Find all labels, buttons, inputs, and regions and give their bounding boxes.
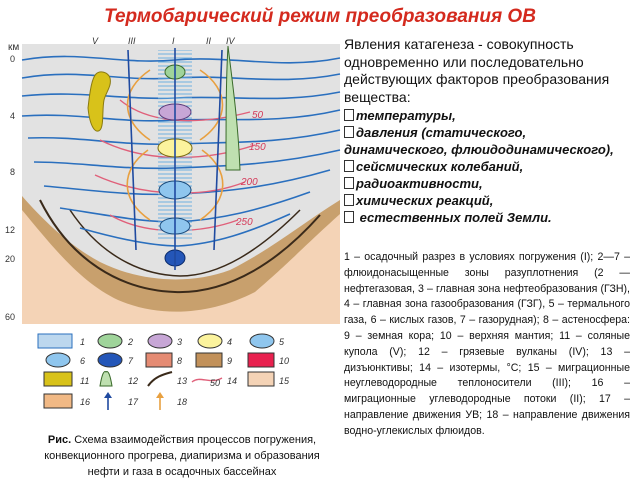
checkbox-icon (344, 194, 354, 206)
checkbox-icon (344, 211, 354, 223)
depth-axis: км 0 4 8 12 20 60 (5, 42, 19, 322)
factors-intro: Явления катагенеза - совокупность одновр… (344, 36, 610, 105)
legend-swatch-fault (147, 371, 173, 387)
factor-item: естественных полей Земли. (344, 209, 630, 226)
legend-number: 12 (128, 376, 138, 386)
column-label: II (206, 36, 212, 46)
catagenesis-factors: Явления катагенеза - совокупность одновр… (344, 36, 630, 226)
figure-caption: Рис. Схема взаимодействия процессов погр… (28, 432, 336, 480)
legend-isotherm-sample: 50 (210, 378, 220, 388)
depth-tick: 60 (5, 312, 15, 322)
fault-arc-inner (69, 209, 301, 277)
legend-number: 17 (128, 397, 139, 407)
arrow-up-icon (156, 392, 164, 398)
legend-number: 4 (227, 337, 232, 347)
legend-swatch-mud-volcano (99, 371, 113, 387)
legend-swatch-gas-ore (97, 352, 123, 368)
factor-item: сейсмических колебаний, (344, 158, 630, 175)
isotherm-label: 50 (252, 110, 264, 121)
depth-tick: 20 (5, 254, 15, 264)
factor-item: радиоактивности, (344, 175, 630, 192)
isotherm-label: 200 (240, 177, 258, 188)
mud-volcano (225, 45, 241, 171)
arrow-up-icon (104, 392, 112, 398)
legend-description: 1 – осадочный разрез в условиях погружен… (344, 251, 630, 437)
legend-number: 5 (279, 337, 285, 347)
legend-number: 16 (80, 397, 90, 407)
legend-swatch-oil-generation (147, 333, 173, 349)
legend-swatch-sediment (37, 333, 73, 349)
column-label: V (92, 36, 99, 46)
column-label: I (172, 36, 175, 46)
checkbox-icon (344, 126, 354, 138)
legend-swatch-acid-gas (45, 352, 71, 368)
legend-swatch-gas-generation (197, 333, 223, 349)
checkbox-icon (344, 109, 354, 121)
checkbox-icon (344, 160, 354, 172)
depth-tick: 4 (10, 111, 15, 121)
factor-item: химических реакций, (344, 192, 630, 209)
column-label: IV (226, 36, 236, 46)
column-label: III (128, 36, 136, 46)
legend-number: 13 (177, 376, 187, 386)
legend-swatch-salt-dome (43, 371, 73, 387)
isotherm-label: 250 (235, 217, 253, 228)
legend-number: 15 (279, 376, 290, 386)
hydrocarbon-flow-arrows (127, 48, 223, 270)
page-title: Термобарический режим преобразования ОВ (104, 6, 536, 27)
fault-arc-outer (39, 199, 321, 294)
legend-swatch-asthenosphere (145, 352, 173, 368)
factor-item: температуры, (344, 107, 630, 124)
caption-text: Схема взаимодействия процессов погружени… (44, 434, 320, 478)
legend-number: 3 (177, 337, 182, 347)
legend-swatch-thermal-gas (249, 333, 275, 349)
depth-unit: км (8, 42, 19, 53)
legend-number: 9 (227, 356, 232, 366)
depth-tick: 8 (10, 167, 15, 177)
legend: 1 2 3 4 5 6 7 8 9 10 11 12 13 50 14 15 1… (37, 333, 290, 410)
geologic-section (21, 44, 341, 324)
legend-number: 18 (177, 397, 187, 407)
depth-tick: 0 (10, 54, 15, 64)
legend-number: 14 (227, 376, 237, 386)
depth-tick: 12 (5, 225, 15, 235)
isotherm-label: 150 (249, 142, 266, 153)
legend-swatch-oil-gas (97, 333, 123, 349)
legend-swatch-crust (195, 352, 223, 368)
legend-number: 6 (80, 356, 85, 366)
legend-swatch-upper-mantle (247, 371, 275, 387)
factor-item: давления (статического, динамического, ф… (344, 125, 614, 157)
caption-label: Рис. (47, 434, 72, 446)
legend-number: 1 (80, 337, 85, 347)
legend-swatch-isotherm (191, 377, 223, 383)
legend-number: 2 (127, 337, 133, 347)
fluid-flow-arrows (126, 69, 224, 221)
legend-number: 10 (279, 356, 289, 366)
legend-number: 8 (177, 356, 182, 366)
legend-number: 11 (80, 376, 89, 386)
legend-swatch-coolant (43, 393, 73, 409)
isotherm-labels: 50 150 200 250 (235, 110, 266, 228)
salt-dome (87, 71, 111, 132)
column-labels: V III I II IV (92, 36, 236, 46)
legend-number: 7 (128, 356, 134, 366)
checkbox-icon (344, 177, 354, 189)
legend-swatch-mantle-red (247, 352, 275, 368)
